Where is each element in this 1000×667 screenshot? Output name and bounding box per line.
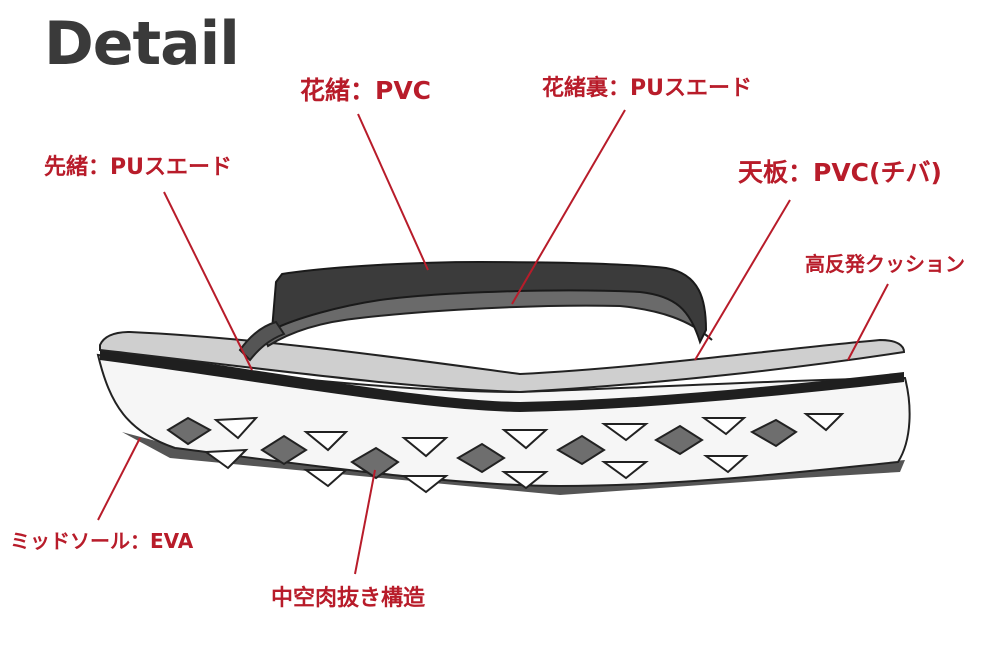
- hollow-diamonds: [166, 416, 798, 480]
- leader-hanao-ura: [511, 109, 626, 305]
- leader-tenban: [694, 199, 791, 361]
- cushion-layer: [100, 348, 904, 412]
- label-hanao-ura: 花緒裏：PUスエード: [542, 76, 752, 101]
- hollow-triangles: [203, 413, 845, 494]
- page-title: Detail: [44, 9, 240, 79]
- toe-strap: [238, 320, 286, 362]
- leader-sakio: [163, 191, 253, 371]
- leader-midsole: [97, 437, 141, 521]
- label-sakio: 先緒：PUスエード: [44, 155, 232, 180]
- label-hollow-structure: 中空肉抜き構造: [271, 586, 426, 611]
- strap: [270, 260, 708, 345]
- leader-hanao: [357, 113, 429, 271]
- label-tenban: 天板：PVC(チバ): [738, 158, 942, 187]
- top-plate: [99, 330, 906, 394]
- label-hanao: 花緒：PVC: [300, 76, 432, 105]
- leader-lines: [97, 109, 889, 575]
- leader-cushion: [847, 283, 889, 361]
- label-cushion: 高反発クッション: [805, 252, 965, 276]
- label-midsole: ミッドソール：EVA: [10, 529, 194, 553]
- leader-hollow: [354, 469, 376, 575]
